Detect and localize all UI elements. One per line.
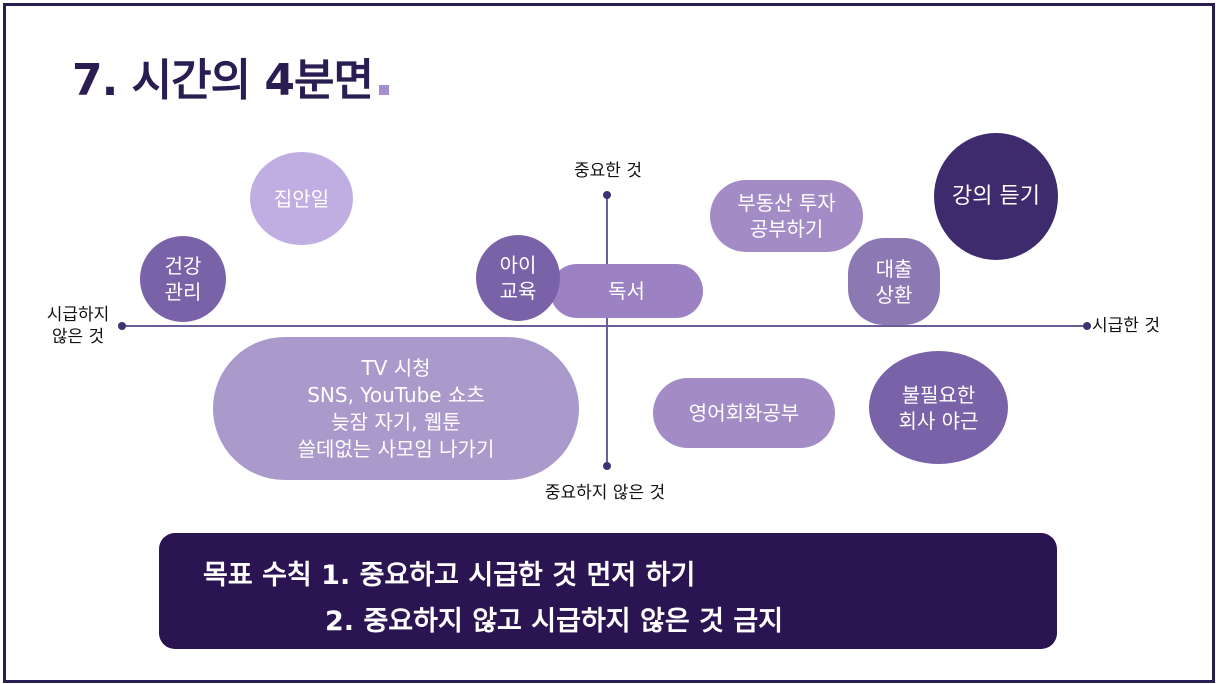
bubble-child-education: 아이 교육 xyxy=(476,235,560,321)
bubble-tv: TV 시청 SNS, YouTube 쇼츠 늦잠 자기, 웹툰 쓸데없는 사모임… xyxy=(213,337,579,480)
vertical-axis xyxy=(606,195,608,467)
axis-dot-right xyxy=(1083,322,1091,330)
goal-box: 목표 수칙 1. 중요하고 시급한 것 먼저 하기 2. 중요하지 않고 시급하… xyxy=(159,533,1057,649)
bubble-reading: 독서 xyxy=(550,264,703,318)
bubble-overtime: 불필요한 회사 야근 xyxy=(869,351,1008,464)
goal-line-2: 2. 중요하지 않고 시급하지 않은 것 금지 xyxy=(325,606,784,637)
axis-dot-bottom xyxy=(603,462,611,470)
page-title: 7. 시간의 4분면 xyxy=(72,44,389,108)
goal-line-1: 목표 수칙 1. 중요하고 시급한 것 먼저 하기 xyxy=(203,560,696,591)
horizontal-axis xyxy=(122,325,1087,327)
bubble-english: 영어회화공부 xyxy=(653,378,835,448)
bubble-loan: 대출 상환 xyxy=(848,238,940,325)
bubble-housework: 집안일 xyxy=(250,152,353,245)
axis-label-left: 시급하지 않은 것 xyxy=(46,305,110,347)
bubble-real-estate: 부동산 투자 공부하기 xyxy=(710,180,863,252)
axis-label-right: 시급한 것 xyxy=(1092,316,1160,336)
bubble-lecture: 강의 듣기 xyxy=(934,133,1058,260)
title-accent-dot xyxy=(378,85,389,95)
title-text: 7. 시간의 4분면 xyxy=(72,55,374,106)
axis-dot-top xyxy=(603,191,611,199)
axis-label-top: 중요한 것 xyxy=(574,161,642,181)
axis-dot-left xyxy=(118,322,126,330)
axis-label-bottom: 중요하지 않은 것 xyxy=(544,483,666,503)
bubble-health: 건강 관리 xyxy=(140,236,226,322)
